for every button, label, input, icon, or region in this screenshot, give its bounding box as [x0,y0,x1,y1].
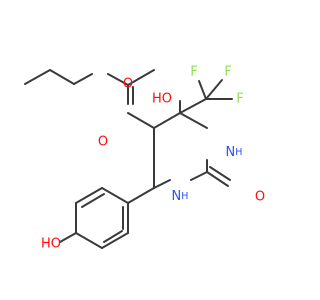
bond-ph-4 [75,232,103,249]
bond-c4-cf3 [179,98,207,114]
bond-ethyl-ch3 [24,69,51,85]
atom-nitrogen-lower-h: H [181,191,188,202]
atom-nitrogen-upper-symbol: N [226,145,236,160]
bond-c4-n3 [179,112,208,129]
bond-ethyl-ch2 [49,69,75,85]
atom-hydroxyl-upper: HO [152,92,172,107]
atom-nitrogen-lower-symbol: N [172,189,182,204]
bond-c6-ph [127,187,155,204]
bond-ph-1 [101,187,129,204]
bond-c2-n1 [190,171,208,181]
bonds [24,69,233,249]
bond-ester-c-to-ring [127,112,155,129]
bond-n1-c6 [153,179,171,189]
molecule-structure: O O HO F F F NH NH O HO [24,65,265,252]
atom-carbonyl-o: O [255,190,265,205]
bond-cf3-f-left [198,80,207,100]
bond-ph-2 [75,187,103,204]
bond-ph-5 [101,232,129,249]
atom-phenol-oh: HO [41,237,61,252]
atom-nitrogen-upper: NH [226,145,243,160]
bond-c2-o-b [209,166,231,181]
atom-fluorine-left: F [190,65,197,80]
atom-fluorine-right: F [236,92,243,107]
bond-ch2-o [73,73,93,85]
bond-cf3-f-top [205,79,223,100]
bond-ph-oh [59,232,77,243]
atom-labels: O O HO F F F NH NH O HO [41,65,265,252]
atom-ester-o-single: O [123,77,133,92]
bond-ph-inner-2 [103,230,123,243]
bond-ester-to-c5 [127,69,155,86]
bond-c5-c4 [153,112,181,129]
bond-ph-inner-1 [81,193,105,208]
atom-nitrogen-upper-h: H [235,147,242,158]
bond-c2-o-a [206,171,229,187]
atom-nitrogen-lower: NH [172,189,189,204]
atom-ester-o-double: O [98,135,108,150]
atom-fluorine-top: F [224,65,231,80]
bond-o-carbonyl [107,73,129,86]
